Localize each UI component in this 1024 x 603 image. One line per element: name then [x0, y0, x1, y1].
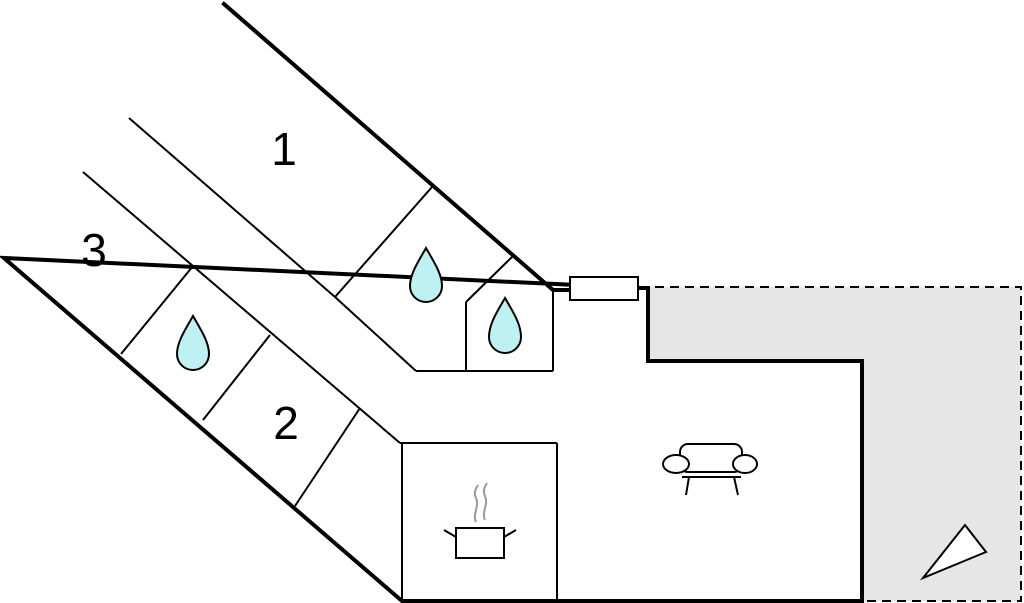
water-drop-icon — [175, 313, 211, 371]
door-icon — [569, 276, 639, 301]
room-label-1: 1 — [271, 123, 297, 175]
cooking-pot-icon — [443, 482, 517, 559]
sofa-icon — [662, 443, 758, 496]
compass-arrow-icon — [919, 523, 988, 581]
room-label-3: 3 — [81, 224, 107, 276]
room-label-2: 2 — [273, 397, 299, 449]
water-drop-icon — [408, 245, 444, 303]
water-drop-icon — [487, 295, 523, 354]
interior-walls — [82, 117, 558, 601]
